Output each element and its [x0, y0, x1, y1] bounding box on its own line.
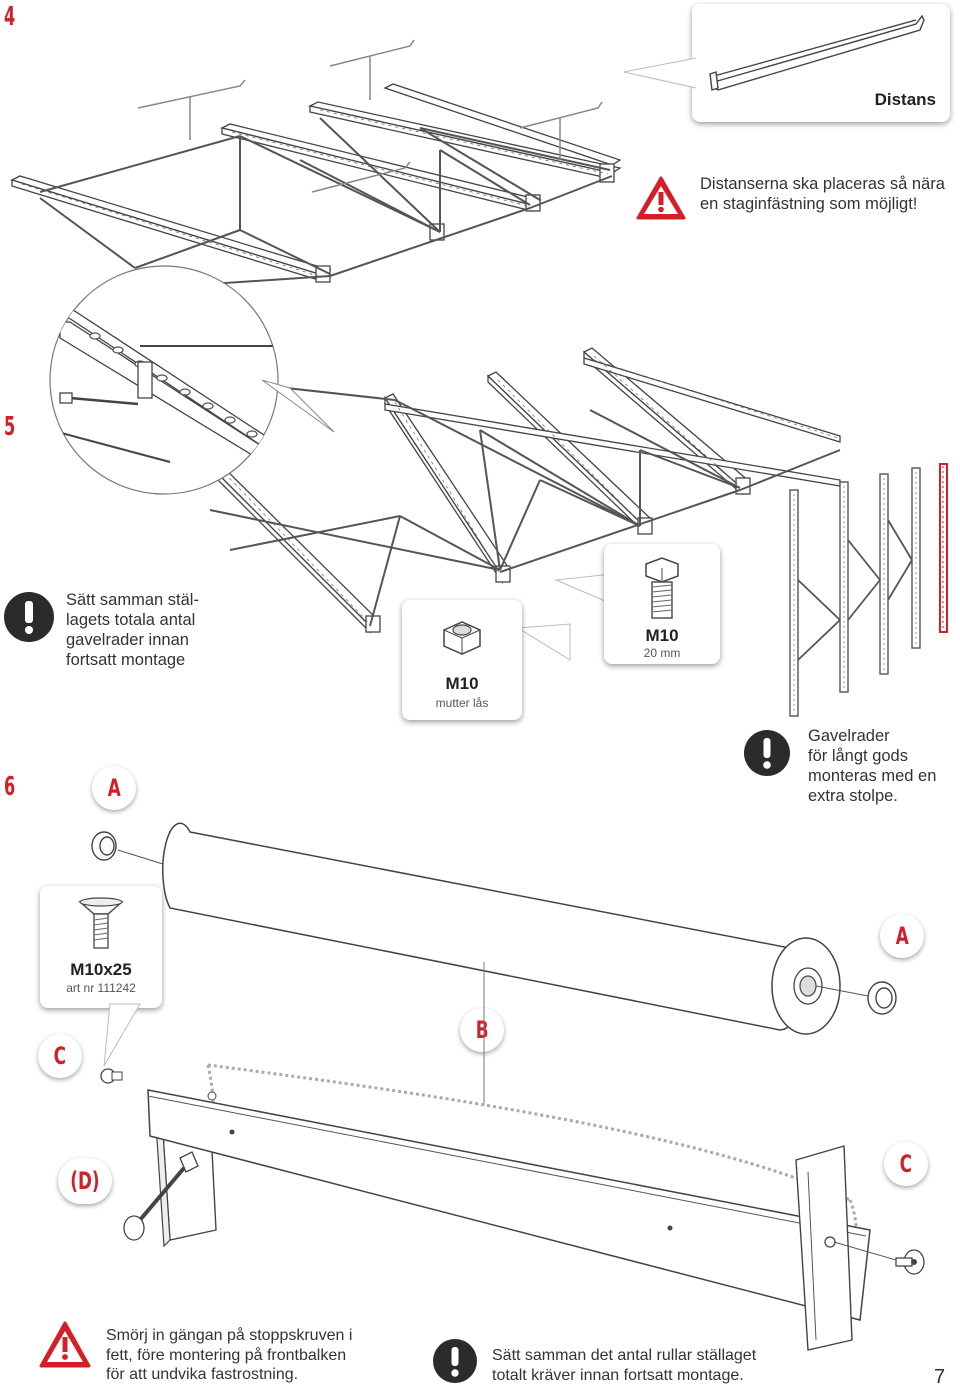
note-line: Sätt samman stäl- — [66, 591, 199, 609]
bolt-icon — [645, 557, 679, 619]
note-line: gavelrader innan — [66, 631, 189, 649]
note-line: lagets totala antal — [66, 611, 196, 629]
distans-label: Distans — [874, 90, 936, 109]
spacer-icon — [709, 14, 925, 91]
detail-magnifier — [49, 265, 279, 495]
label-c-left: C — [38, 1034, 82, 1078]
gavel-frames-illustration — [789, 463, 948, 717]
screw-callout: M10x25 art nr 111242 — [40, 886, 162, 1008]
note-line: för långt gods — [808, 747, 908, 765]
note-line: Sätt samman det antal rullar ställaget — [492, 1347, 757, 1364]
warning-line-2: en staginfästning som möjligt! — [700, 195, 918, 213]
note-line: extra stolpe. — [808, 787, 898, 805]
bolt-callout: M10 20 mm — [604, 544, 720, 664]
label-a-left: A — [92, 766, 136, 810]
nut-icon — [443, 621, 481, 655]
note-line: fortsatt montage — [66, 651, 186, 669]
step-number-5: 5 — [4, 412, 16, 442]
distans-callout: Distans — [692, 4, 950, 122]
screw-subtitle: art nr 111242 — [66, 981, 136, 995]
bottom-exclamation-icon — [433, 1339, 477, 1383]
bottom-warning-text: Smörj in gängan på stoppskruven i fett, … — [106, 1326, 352, 1385]
bottom-warning-icon — [39, 1321, 91, 1368]
warning-line-1: Distanserna ska placeras så nära — [700, 175, 945, 193]
bottom-note-text: Sätt samman det antal rullar ställaget t… — [492, 1346, 756, 1385]
screw-callout-pointer — [103, 1003, 141, 1067]
callout-pointer — [623, 57, 697, 89]
note-line: totalt kräver innan fortsatt montage. — [492, 1366, 744, 1384]
step-number-4: 4 — [4, 2, 16, 32]
step-number-6: 6 — [4, 772, 16, 802]
label-b: B — [460, 1008, 504, 1052]
step4-warning-text: Distanserna ska placeras så nära en stag… — [700, 174, 945, 214]
step5-frame-illustration — [198, 347, 841, 634]
screw-title: M10x25 — [70, 960, 132, 979]
note-line: monteras med en — [808, 767, 937, 785]
nut-callout-pointer — [516, 623, 571, 661]
gavel-note: Gavelrader för långt gods monteras med e… — [808, 726, 936, 806]
warning-line: för att undvika fastrostning. — [106, 1366, 299, 1383]
countersunk-screw-icon — [78, 897, 124, 949]
label-d: (D) — [58, 1158, 112, 1204]
gavel-exclamation-icon — [744, 730, 790, 776]
warning-line: Smörj in gängan på stoppskruven i — [106, 1327, 353, 1344]
bolt-title: M10 — [645, 626, 679, 645]
nut-subtitle: mutter lås — [435, 696, 489, 710]
step4-frame-illustration — [10, 39, 622, 291]
step5-note: Sätt samman stäl- lagets totala antal ga… — [66, 590, 199, 670]
bolt-subtitle: 20 mm — [643, 646, 681, 660]
label-a-right: A — [880, 914, 924, 958]
warning-icon — [636, 176, 686, 220]
roller-assembly-illustration — [91, 822, 925, 1351]
nut-title: M10 — [445, 674, 479, 693]
warning-line: fett, före montering på frontbalken — [106, 1346, 347, 1364]
info-exclamation-icon — [4, 592, 54, 642]
magnifier-pointer — [261, 380, 335, 433]
page-number: 7 — [934, 1366, 946, 1388]
label-c-right: C — [884, 1142, 928, 1186]
note-line: Gavelrader — [808, 727, 890, 745]
nut-callout: M10 mutter lås — [402, 600, 522, 720]
